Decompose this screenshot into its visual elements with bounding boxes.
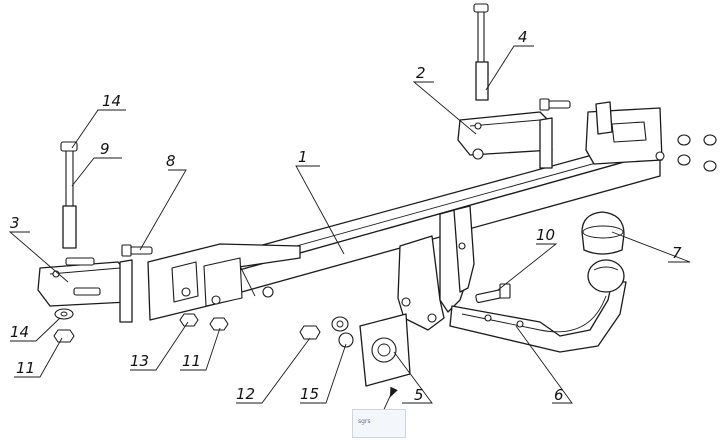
callout-6: 6 [554,386,564,404]
callout-3: 3 [10,214,20,232]
callout-13: 13 [130,352,149,370]
nut-12 [299,325,321,340]
callout-11-left: 11 [16,359,35,377]
stamp-text: sgrs [358,418,371,425]
left-washer [54,308,74,320]
hitch-bracket [397,205,475,331]
callout-1: 1 [298,148,308,166]
callout-14-bottom: 14 [10,323,29,341]
beam-small-nuts [181,286,274,305]
left-bracket-bolt [121,244,153,257]
left-nut [53,329,75,343]
left-mounting-bracket [37,243,301,323]
callout-14-top: 14 [102,92,121,110]
callout-15: 15 [300,385,319,403]
socket-plate [359,313,411,387]
middle-nut-11 [209,317,229,331]
tow-ball [587,259,625,293]
middle-nut-13 [179,313,199,327]
left-long-bolt [60,141,78,249]
callout-9: 9 [100,140,110,158]
right-bracket-bolt [539,98,571,111]
callout-5: 5 [414,386,424,404]
callout-labels: 1 2 3 4 5 6 7 8 9 10 11 11 12 13 14 14 1… [10,28,682,404]
callout-2: 2 [416,64,426,82]
callout-12: 12 [236,385,255,403]
callout-11-middle: 11 [182,352,201,370]
tow-arm [449,281,627,353]
callout-10: 10 [536,226,555,244]
callout-8: 8 [166,152,176,170]
washer-15 [331,316,354,348]
tow-arm-bolt [475,283,511,304]
ball-cap [581,211,625,255]
leader-lines [8,45,691,404]
callout-7: 7 [672,244,682,262]
right-mounting-bracket [457,101,663,169]
right-long-bolt [473,3,489,101]
right-nuts-cluster [655,134,717,172]
callout-4: 4 [518,28,528,46]
watermark-stamp: sgrs [352,409,406,438]
